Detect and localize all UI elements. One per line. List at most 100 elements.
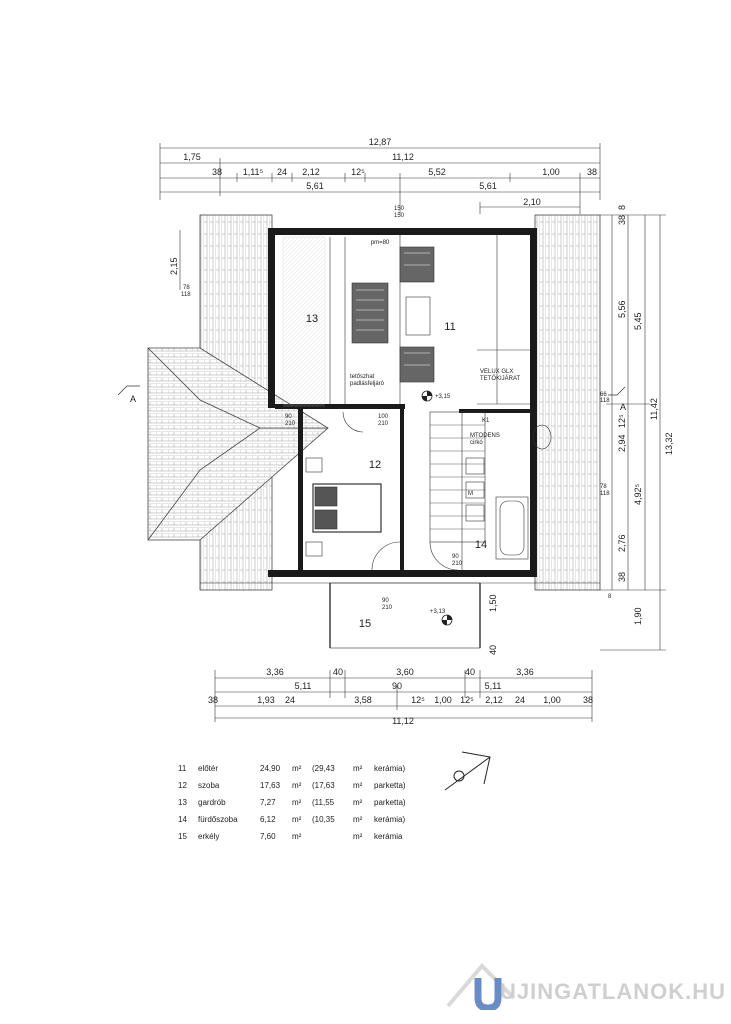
dim-b3-0: 38 (208, 695, 218, 705)
dim-b3-3: 3,58 (354, 695, 372, 705)
interior-lines (200, 235, 600, 649)
dim-b3-10: 38 (583, 695, 593, 705)
room-14-label: 14 (475, 539, 487, 551)
dim-top-r4-1: 5,61 (479, 181, 497, 191)
legend-unit2: m² (353, 764, 363, 773)
legend-gross: (11,55 (312, 798, 335, 807)
section-a-right: A (620, 402, 626, 412)
section-marks (117, 385, 626, 396)
dim-r-1: 8 (617, 205, 627, 210)
legend-unit2: m² (353, 832, 363, 841)
dim-r-7: 78 (600, 484, 607, 490)
legend-area: 6,12 (260, 815, 276, 824)
legend-unit2: m² (353, 815, 363, 824)
level-b-label: +3,13 (430, 609, 446, 615)
legend-num: 13 (178, 798, 187, 807)
dim-b3-5: 1,00 (434, 695, 452, 705)
room-12-label: 12 (369, 459, 381, 471)
dim-r-8: 118 (600, 491, 610, 497)
dim-top-r3-4: 12⁵ (351, 167, 365, 177)
level-marker-icon (421, 390, 453, 626)
dim-b3-1: 1,93 (257, 695, 275, 705)
legend-material: kerámia) (374, 764, 406, 773)
dim-r-bottom: 1,90 (633, 607, 643, 625)
dim-r-0: 38 (617, 215, 627, 225)
legend-num: 12 (178, 781, 187, 790)
top-dimension-lines (159, 143, 601, 214)
dim-top-r3-0: 38 (212, 167, 222, 177)
dim-r2-1: 4,92⁵ (633, 483, 643, 505)
legend-unit2: m² (353, 781, 363, 790)
dim-b1-1: 40 (333, 667, 343, 677)
legend-name: előtér (198, 764, 219, 773)
dim-left-1: 78 (183, 285, 190, 291)
level-a-label: +3,15 (435, 394, 451, 400)
legend-name: szoba (198, 781, 220, 790)
legend-unit: m² (292, 832, 302, 841)
legend-gross: (29,43 (312, 764, 335, 773)
dim-b3-4: 12⁵ (411, 695, 425, 705)
dim-top-r3-5: 5,52 (428, 167, 446, 177)
legend-material: kerámia) (374, 815, 406, 824)
room-13-label: 13 (306, 313, 318, 325)
dim-b1-4: 3,36 (516, 667, 534, 677)
pm80-label: pm=80 (371, 240, 390, 246)
dim-balcony-1: 40 (488, 645, 498, 655)
walls (268, 228, 537, 577)
dim-r-2: 5,56 (617, 300, 627, 318)
bottom-dimension-lines (214, 670, 593, 722)
dim-top-r2-0: 1,75 (183, 152, 201, 162)
dim-left-2: 118 (181, 292, 191, 298)
bottom-dimension-texts: 3,36 40 3,60 40 3,36 5,11 90 5,11 38 1,9… (208, 667, 593, 726)
dim-b1-2: 3,60 (396, 667, 414, 677)
dim-b2-0: 5,11 (295, 681, 312, 691)
room-15-label: 15 (359, 618, 371, 630)
watermark-logo (446, 963, 516, 1010)
dim-r-10: 38 (617, 572, 627, 582)
dim-b1-3: 40 (465, 667, 475, 677)
dim-top-r3-1: 1,11⁵ (243, 167, 264, 177)
dim-top-r2-1: 11,12 (392, 152, 414, 162)
legend-unit: m² (292, 815, 302, 824)
dim-top-r3-7: 38 (587, 167, 597, 177)
u-letter-icon (474, 978, 502, 1010)
dim-r-4: 118 (600, 398, 610, 404)
dim-r-11: 8 (608, 594, 612, 600)
dim-top-r3-2: 24 (277, 167, 287, 177)
legend-unit: m² (292, 764, 302, 773)
dim-r-9: 2,76 (617, 534, 627, 552)
legend-gross: (10,35 (312, 815, 335, 824)
dim-b3-9: 1,00 (543, 695, 561, 705)
section-a-left: A (130, 394, 136, 404)
left-dimension-texts: 2,15 78 118 (169, 230, 191, 298)
dim-b3-2: 24 (285, 695, 295, 705)
dim-b3-8: 24 (515, 695, 525, 705)
dim-r3: 11,42 (649, 398, 659, 420)
legend-unit: m² (292, 798, 302, 807)
dim-r-5: 12⁵ (617, 414, 627, 428)
right-dimension-texts: 38 8 5,56 66 118 12⁵ 2,94 78 118 2,76 38… (600, 205, 674, 625)
dim-balcony-0: 1,50 (488, 594, 498, 612)
legend-num: 14 (178, 815, 187, 824)
legend-material: kerámia (374, 832, 403, 841)
balcony-dimension-texts: 1,50 40 (488, 594, 498, 655)
dim-b2-1: 90 (392, 681, 402, 691)
dim-bottom-total: 11,12 (392, 716, 414, 726)
dim-r4: 13,32 (664, 432, 674, 455)
dim-b2-2: 5,11 (485, 681, 502, 691)
roof-tiles (147, 214, 601, 591)
dim-top-r3-6: 1,00 (542, 167, 560, 177)
k1-label: K1 (482, 418, 490, 424)
top-dimension-texts: 12,87 1,75 11,12 38 1,11⁵ 24 2,12 12⁵ 5,… (183, 137, 597, 207)
dim-b3-7: 2,12 (485, 695, 503, 705)
dim-top-r3-3: 2,12 (302, 167, 320, 177)
north-arrow-icon (444, 751, 491, 791)
legend-area: 24,90 (260, 764, 281, 773)
house-roof-icon (446, 963, 516, 1008)
